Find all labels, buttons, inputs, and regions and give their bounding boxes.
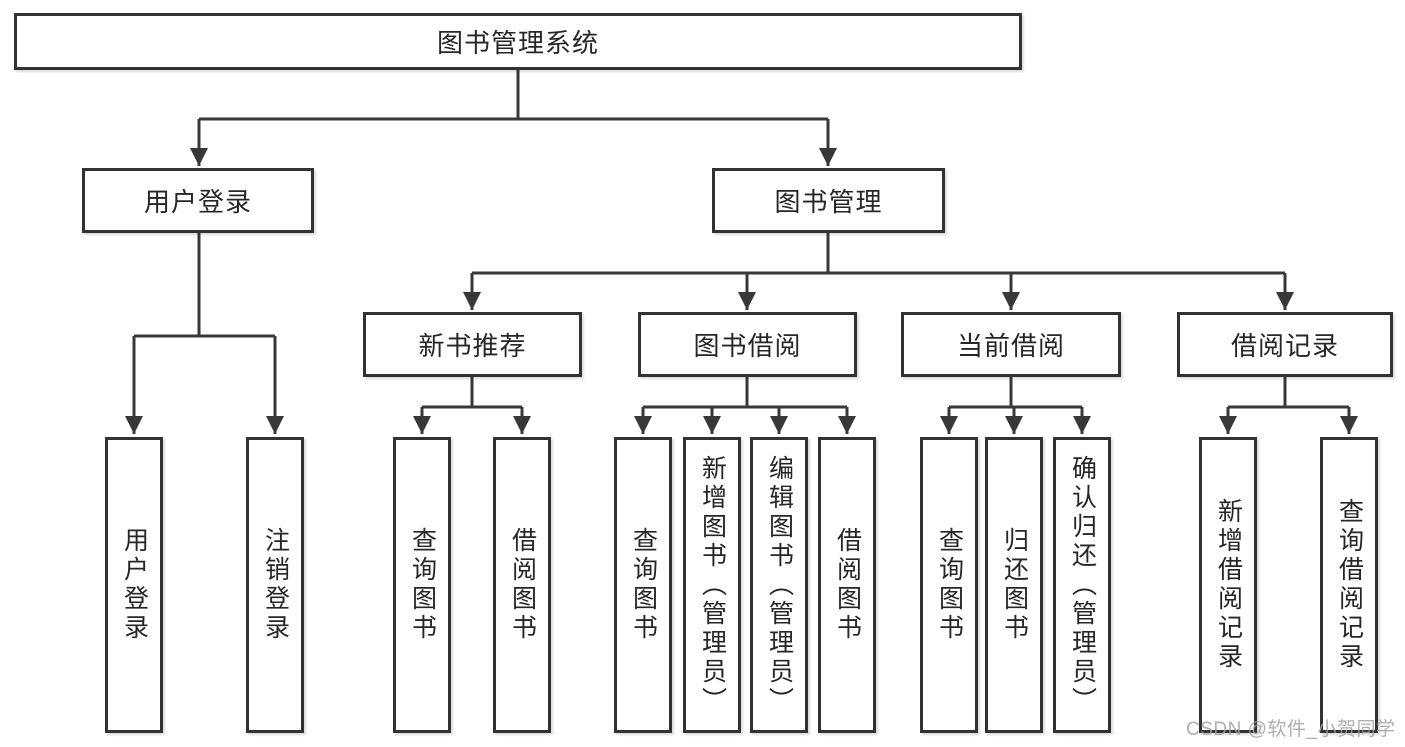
leaf-add-borrow-record: 新增借阅记录 (1199, 437, 1257, 733)
leaf-user-login-label: 用户登录 (120, 527, 149, 643)
leaf-query-books-recommend: 查询图书 (393, 437, 451, 733)
leaf-user-login: 用户登录 (105, 437, 163, 733)
leaf-add-book-admin-label: 新增图书（管理员） (698, 454, 727, 716)
leaf-edit-book-admin-label: 编辑图书（管理员） (765, 454, 794, 716)
leaf-query-books-borrow: 查询图书 (614, 437, 672, 733)
leaf-add-book-admin: 新增图书（管理员） (683, 437, 741, 733)
leaf-logout-label: 注销登录 (261, 527, 290, 643)
leaf-add-borrow-record-label: 新增借阅记录 (1214, 498, 1243, 672)
node-user-login: 用户登录 (82, 168, 314, 233)
leaf-query-books-borrow-label: 查询图书 (629, 527, 658, 643)
leaf-borrow-books-recommend: 借阅图书 (493, 437, 551, 733)
leaf-query-books-current-label: 查询图书 (935, 527, 964, 643)
node-root: 图书管理系统 (14, 13, 1022, 70)
leaf-borrow-books-recommend-label: 借阅图书 (508, 527, 537, 643)
node-book-management: 图书管理 (712, 168, 945, 233)
leaf-edit-book-admin: 编辑图书（管理员） (750, 437, 808, 733)
node-new-book-recommendation: 新书推荐 (363, 312, 582, 377)
leaf-query-books-recommend-label: 查询图书 (408, 527, 437, 643)
leaf-confirm-return-admin: 确认归还（管理员） (1053, 437, 1111, 733)
node-current-borrowing: 当前借阅 (901, 312, 1121, 377)
leaf-query-borrow-record: 查询借阅记录 (1320, 437, 1378, 733)
csdn-watermark: CSDN @软件_小贺同学 (1186, 719, 1396, 740)
node-book-borrowing: 图书借阅 (638, 312, 857, 377)
leaf-query-borrow-record-label: 查询借阅记录 (1335, 498, 1364, 672)
leaf-return-books: 归还图书 (985, 437, 1043, 733)
leaf-return-books-label: 归还图书 (1000, 527, 1029, 643)
node-borrowing-records: 借阅记录 (1177, 312, 1393, 377)
leaf-logout: 注销登录 (246, 437, 304, 733)
leaf-query-books-current: 查询图书 (920, 437, 978, 733)
leaf-borrow-books-borrow-label: 借阅图书 (833, 527, 862, 643)
leaf-borrow-books-borrow: 借阅图书 (818, 437, 876, 733)
leaf-confirm-return-admin-label: 确认归还（管理员） (1068, 454, 1097, 716)
